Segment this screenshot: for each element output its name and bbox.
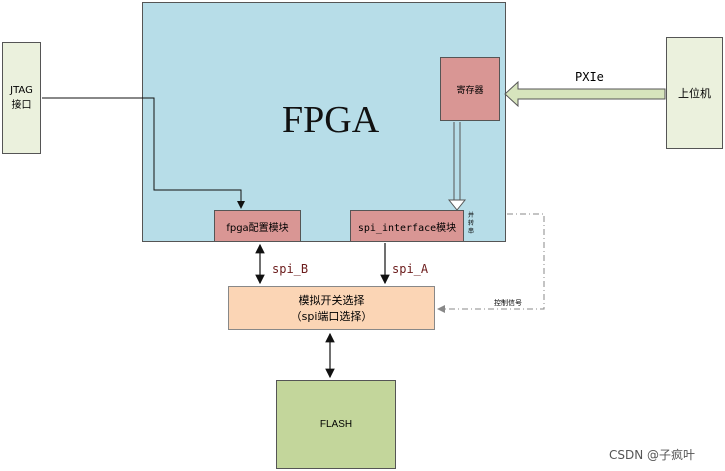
spi-interface-module-label: spi_interface模块 [357, 222, 457, 234]
pxie-label: PXIe [575, 70, 604, 84]
host-label: 上位机 [678, 87, 711, 100]
pxie-arrow [504, 80, 666, 108]
control-signal-label: 控制信号 [494, 299, 522, 307]
spi-a-label: spi_A [392, 262, 429, 276]
control-signal-line [437, 213, 545, 313]
spi-b-label: spi_B [272, 262, 309, 276]
register-box: 寄存器 [440, 57, 500, 121]
spi-interface-module: spi_interface模块 [350, 210, 464, 242]
fpga-label: FPGA [282, 99, 380, 141]
fpga-block [142, 2, 506, 242]
switch-label-line2: （spi端口选择） [290, 310, 373, 323]
register-to-spi-arrow [447, 199, 467, 211]
register-label: 寄存器 [456, 85, 484, 96]
jtag-label-line1: JTAG [10, 85, 33, 96]
watermark: CSDN @子疯叶 [609, 448, 696, 462]
jtag-connection [42, 97, 245, 209]
flash-label: FLASH [319, 419, 353, 430]
flash-box: FLASH [276, 380, 396, 469]
jtag-box: JTAG 接口 [2, 42, 41, 154]
jtag-label-line2: 接口 [11, 100, 32, 111]
fpga-config-module: fpga配置模块 [214, 210, 301, 242]
parallel-label: 并转串 [468, 212, 475, 235]
analog-switch-box: 模拟开关选择 （spi端口选择） [228, 286, 435, 330]
fpga-config-module-label: fpga配置模块 [226, 222, 289, 234]
switch-label-line1: 模拟开关选择 [298, 294, 365, 307]
host-box: 上位机 [666, 37, 723, 149]
